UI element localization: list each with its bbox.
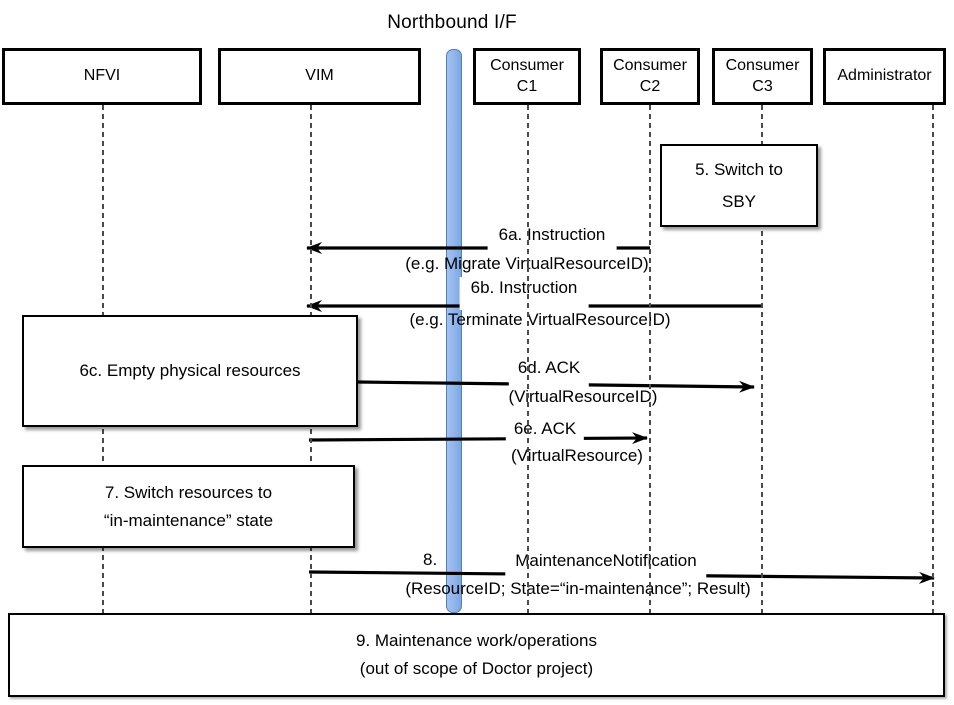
- message-6a-title: 6a. Instruction: [487, 224, 617, 254]
- step-9-line2: (out of scope of Doctor project): [359, 659, 594, 678]
- message-8-title: MaintenanceNotification: [505, 550, 707, 579]
- step-box-5-switch-to-sby: 5. Switch to SBY: [660, 144, 818, 227]
- actor-label-vim: VIM: [305, 67, 334, 85]
- actor-label-consumer-c2-line1: Consumer: [613, 56, 687, 74]
- actor-label-consumer-c3-line1: Consumer: [725, 56, 800, 74]
- northbound-interface-bar: [446, 49, 462, 613]
- message-8-detail: (ResourceID; State=“in-maintenance”; Res…: [405, 579, 751, 598]
- actor-box-nfvi: NFVI: [2, 48, 202, 105]
- actor-box-consumer-c3: Consumer C3: [712, 48, 813, 105]
- lifeline-consumer-c2: [649, 105, 651, 613]
- step-5-line2: SBY: [721, 191, 757, 211]
- diagram-title: Northbound I/F: [387, 12, 517, 33]
- message-6b-detail: (e.g. Terminate VirtualResourceID): [409, 310, 671, 329]
- step-5-line1: 5. Switch to: [695, 160, 783, 180]
- message-6d-detail: (VirtualResourceID): [508, 387, 658, 406]
- actor-box-administrator: Administrator: [823, 48, 946, 105]
- lifeline-consumer-c3: [761, 105, 763, 613]
- message-6e-detail: (VirtualResource): [511, 446, 643, 465]
- step-6c-label: 6c. Empty physical resources: [79, 361, 301, 380]
- lifeline-administrator: [932, 105, 934, 613]
- step-7-line1: 7. Switch resources to: [104, 483, 273, 503]
- step-7-line2: “in-maintenance” state: [103, 510, 274, 530]
- message-6e-title: 6e. ACK: [505, 418, 585, 443]
- actor-label-consumer-c1-line1: Consumer: [490, 56, 564, 74]
- actor-box-vim: VIM: [218, 48, 421, 105]
- step-9-line1: 9. Maintenance work/operations: [356, 630, 597, 650]
- step-box-6c-empty-physical-resources: 6c. Empty physical resources: [22, 315, 358, 427]
- actor-label-consumer-c1-line2: C1: [516, 77, 538, 95]
- actor-label-administrator: Administrator: [837, 67, 932, 85]
- message-6b-title: 6b. Instruction: [459, 277, 589, 310]
- lifeline-consumer-c1: [527, 105, 529, 613]
- step-box-7-switch-resources: 7. Switch resources to “in-maintenance” …: [22, 465, 355, 548]
- actor-label-consumer-c2-line2: C2: [639, 77, 661, 95]
- actor-label-nfvi: NFVI: [83, 67, 121, 85]
- message-6e-arrow: [308, 432, 648, 445]
- actor-box-consumer-c2: Consumer C2: [600, 48, 700, 105]
- message-8-number: 8.: [423, 550, 438, 569]
- message-6d-title: 6d. ACK: [508, 357, 590, 388]
- step-box-9-maintenance-work: 9. Maintenance work/operations (out of s…: [8, 613, 945, 697]
- actor-label-consumer-c3-line2: C3: [752, 77, 773, 95]
- actor-box-consumer-c1: Consumer C1: [473, 48, 581, 105]
